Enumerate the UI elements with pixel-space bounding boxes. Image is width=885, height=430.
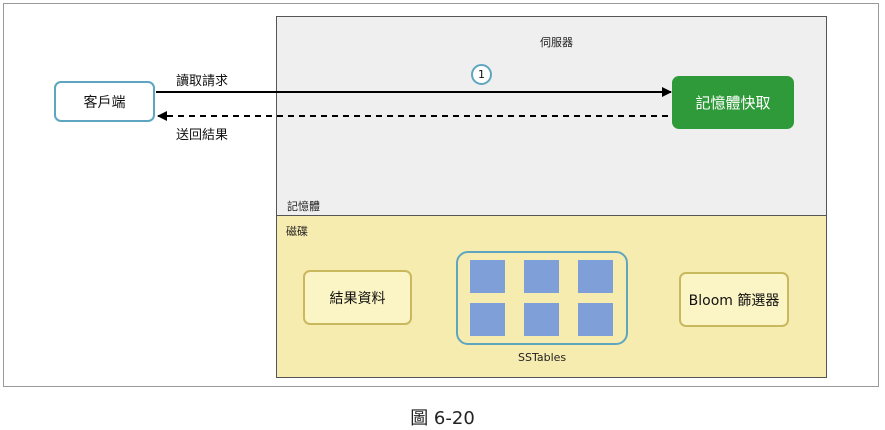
figure-caption: 圖 6-20: [410, 408, 475, 429]
server-label: 伺服器: [540, 36, 573, 49]
step-badge: 1: [471, 64, 492, 85]
client-label: 客戶端: [83, 94, 126, 111]
disk-label: 磁碟: [286, 225, 308, 238]
step-number: 1: [478, 68, 485, 81]
bloom-filter-node: Bloom 篩選器: [679, 272, 789, 327]
bloom-filter-label: Bloom 篩選器: [688, 292, 780, 309]
sstable-block: [524, 260, 559, 293]
sstables-label: SSTables: [518, 351, 567, 364]
memory-cache-node: 記憶體快取: [672, 76, 794, 129]
sstable-block: [470, 303, 505, 336]
sstable-block: [578, 260, 613, 293]
return-result-label: 送回結果: [176, 128, 229, 143]
sstable-block: [470, 260, 505, 293]
sstable-block: [578, 303, 613, 336]
result-data-label: 結果資料: [329, 290, 386, 307]
memory-cache-label: 記憶體快取: [695, 94, 771, 112]
read-request-label: 讀取請求: [176, 74, 229, 89]
memory-label: 記憶體: [287, 200, 320, 213]
sstable-block: [524, 303, 559, 336]
result-data-node: 結果資料: [303, 270, 412, 325]
sstables-container: [456, 251, 628, 345]
client-node: 客戶端: [54, 81, 155, 122]
